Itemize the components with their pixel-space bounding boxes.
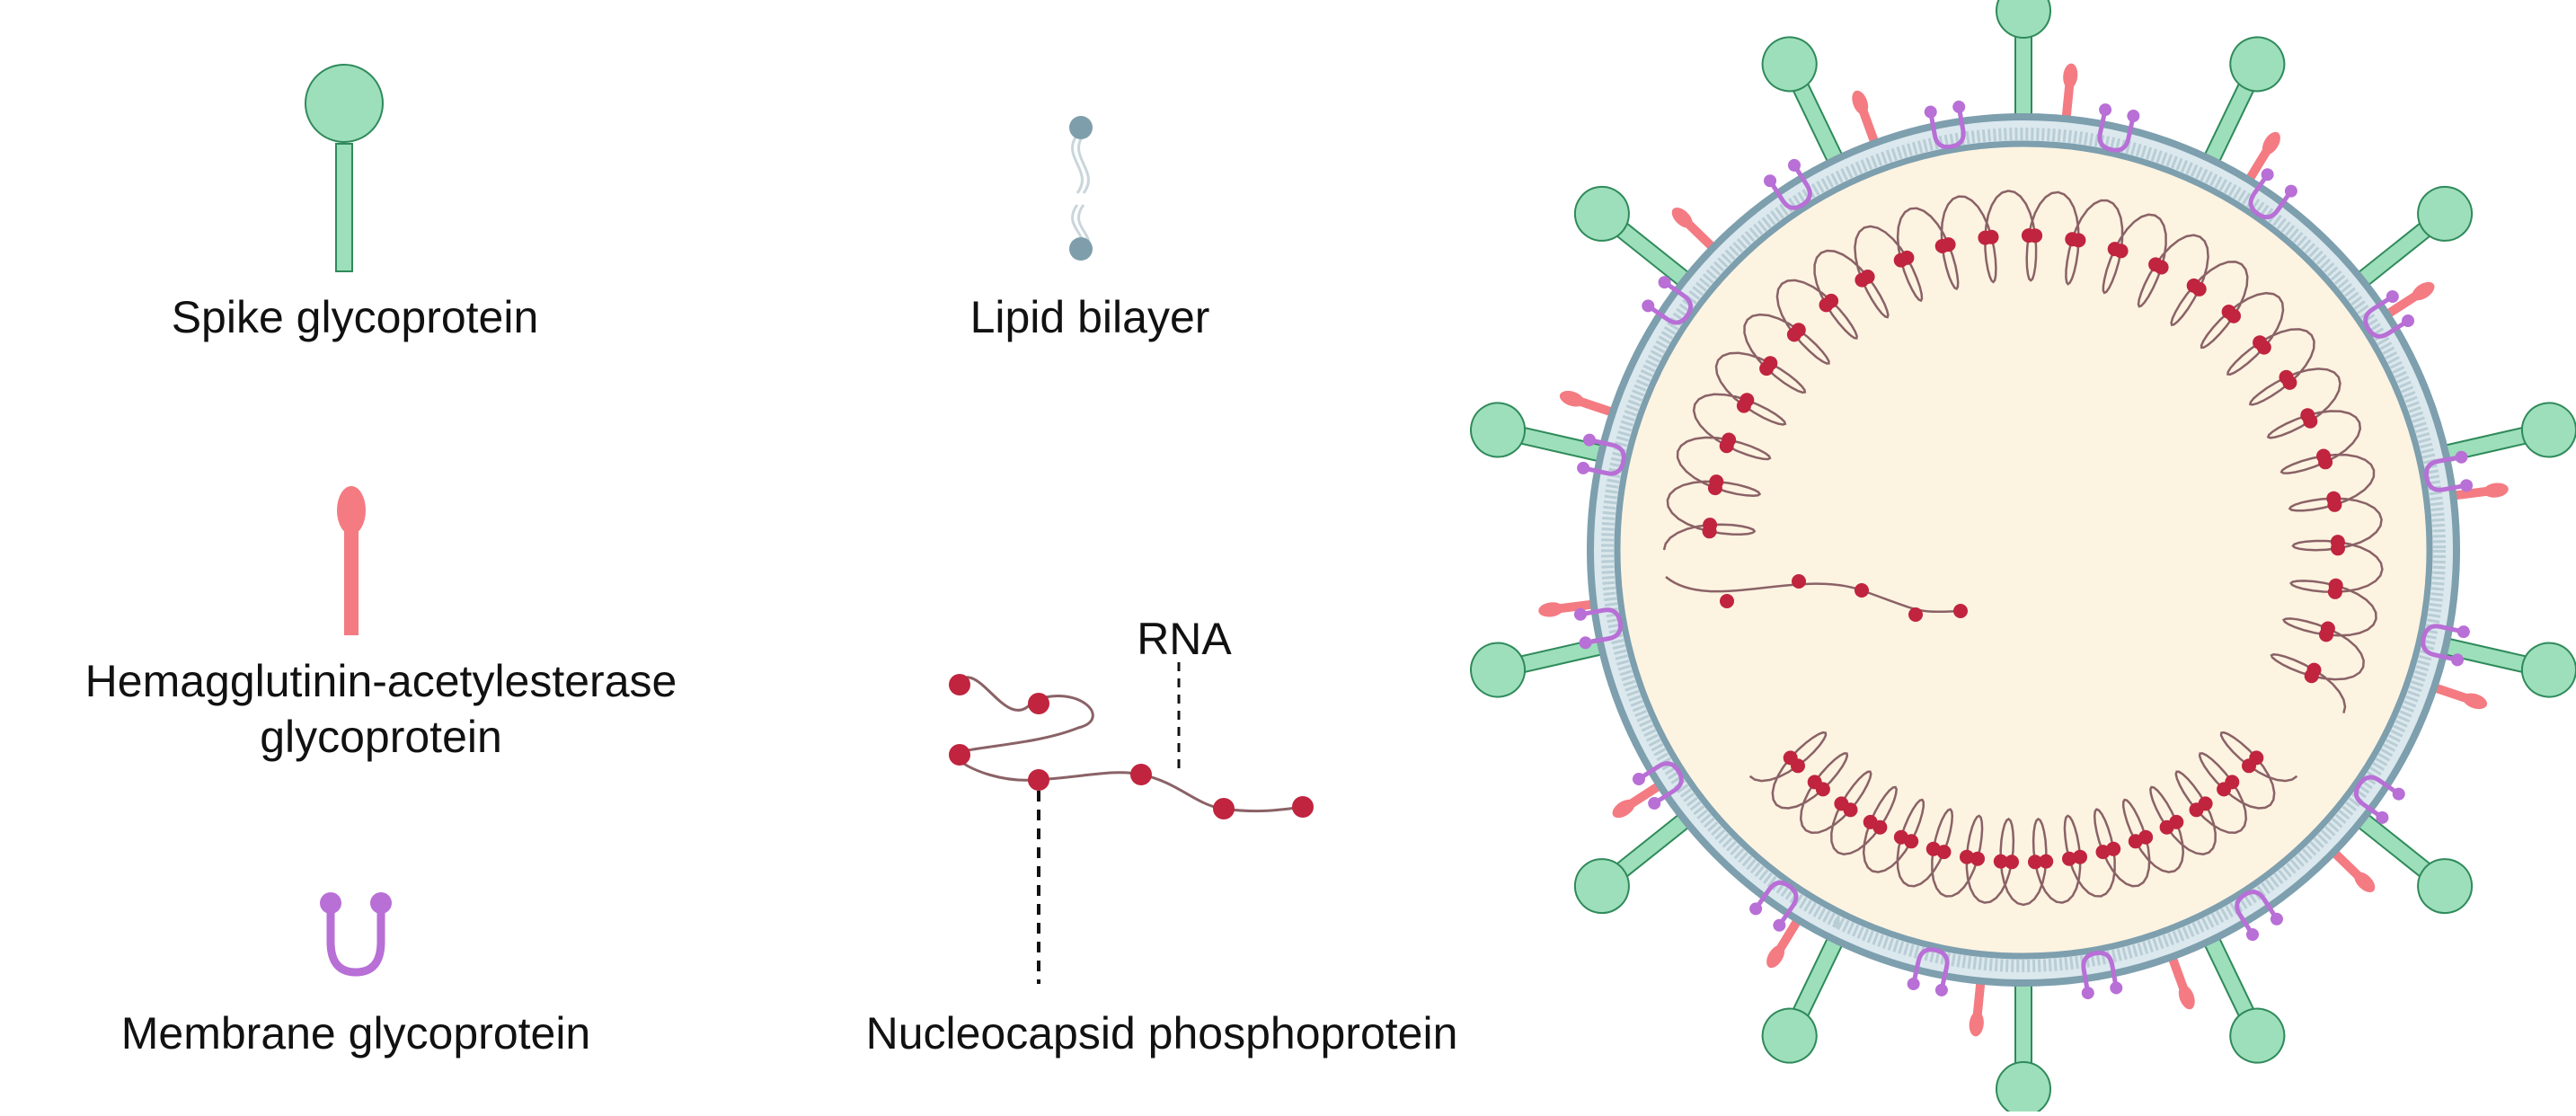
hemagglutinin-acetylesterase-label-line2: glycoprotein [260,712,502,762]
nucleocapsid-icon [949,662,1314,984]
nucleoprotein [1855,272,1870,288]
nucleoprotein [2005,855,2019,870]
hemagglutinin-acetylesterase-icon [337,486,366,635]
nucleoprotein [1970,851,1985,866]
membrane-glycoprotein [2423,450,2474,492]
lipid-bilayer-icon [1069,116,1093,261]
membrane-glycoprotein [2248,168,2297,220]
rna-tail [1665,576,1961,614]
nucleoprotein [1855,583,1869,598]
hemagglutinin-acetylesterase-label-line1: Hemagglutinin-acetylesterase [85,656,677,706]
nucleoprotein [2065,232,2080,247]
membrane-glycoprotein [2235,890,2283,942]
nucleoprotein [1759,361,1775,376]
membrane-glycoprotein [2081,950,2123,1000]
membrane-glycoprotein [2353,775,2405,824]
nucleoprotein [2279,369,2294,385]
membrane-glycoprotein [1907,947,1950,996]
nucleoprotein [1786,327,1801,342]
nucleoprotein [2138,829,2154,845]
nucleoprotein [2249,750,2264,766]
nucleoprotein [1893,252,1908,268]
nucleoprotein [2320,621,2335,636]
rna-strand [1748,731,2298,907]
nucleoprotein [1978,230,1993,245]
nucleoprotein [2186,278,2201,293]
nucleoprotein [2221,305,2236,319]
nucleoprotein [1702,524,1717,539]
nucleoprotein [2028,855,2042,870]
nucleoprotein [2253,335,2268,350]
lipid-bilayer-label: Lipid bilayer [970,292,1210,342]
nucleoprotein [1792,574,1806,589]
membrane-glycoprotein [1573,607,1624,650]
nucleoprotein [1872,819,1888,835]
nucleoprotein [2169,814,2184,829]
membrane-glycoprotein-icon [320,892,392,977]
nucleoprotein [1791,758,1805,774]
nucleoprotein [2198,796,2213,811]
nucleoprotein [1819,297,1834,313]
spike-glycoprotein-label: Spike glycoprotein [172,292,539,342]
nucleoprotein [1993,854,2008,869]
membrane-glycoprotein [2097,103,2140,153]
membrane-glycoprotein [1924,100,1966,150]
nucleoprotein [1815,782,1830,797]
virion [1470,0,2576,1116]
nucleocapsid-phosphoprotein-label: Nucleocapsid phosphoprotein [866,1008,1458,1058]
nucleoprotein [2225,775,2240,790]
rna-label: RNA [1137,614,1232,664]
nucleoprotein [2021,228,2036,244]
nucleoprotein [1953,604,1968,618]
nucleoprotein [2328,578,2343,593]
nucleoprotein [2039,854,2054,869]
membrane-glycoprotein [1577,433,1626,476]
membrane-glycoprotein-label: Membrane glycoprotein [121,1008,591,1058]
nucleoprotein [1736,398,1751,413]
nucleoprotein [2306,662,2322,678]
nucleoprotein [2107,242,2122,257]
nucleoprotein [1719,438,1734,454]
nucleoprotein [1904,834,1919,849]
nucleoprotein [2148,257,2164,272]
membrane-glycoprotein [2421,624,2470,667]
nucleoprotein [2326,491,2341,506]
rna-genome [1662,190,2384,907]
nucleoprotein [2073,849,2087,864]
nucleoprotein [2106,841,2121,856]
viral-interior [1614,140,2433,960]
nucleoprotein [1936,845,1952,860]
membrane-glycoprotein [1749,880,1799,932]
nucleoprotein [1707,481,1722,496]
spike-glycoprotein-icon [305,64,384,272]
nucleoprotein [1720,594,1734,608]
nucleoprotein [1908,607,1923,622]
nucleoprotein [2316,448,2331,464]
lipid-envelope-texture [1601,128,2446,972]
membrane-glycoprotein [1642,276,1694,325]
nucleoprotein [2330,535,2345,550]
membrane-glycoprotein [1632,761,1684,810]
rna-strand [1662,190,2384,713]
membrane-proteins [1573,100,2474,1000]
membrane-glycoprotein [1764,158,1812,210]
nucleoprotein [2300,408,2315,423]
nucleoprotein [2062,851,2076,866]
nucleoprotein [1960,849,1974,864]
membrane-glycoprotein [2363,290,2415,339]
nucleoprotein [1843,802,1858,818]
nucleoprotein [1934,238,1950,253]
